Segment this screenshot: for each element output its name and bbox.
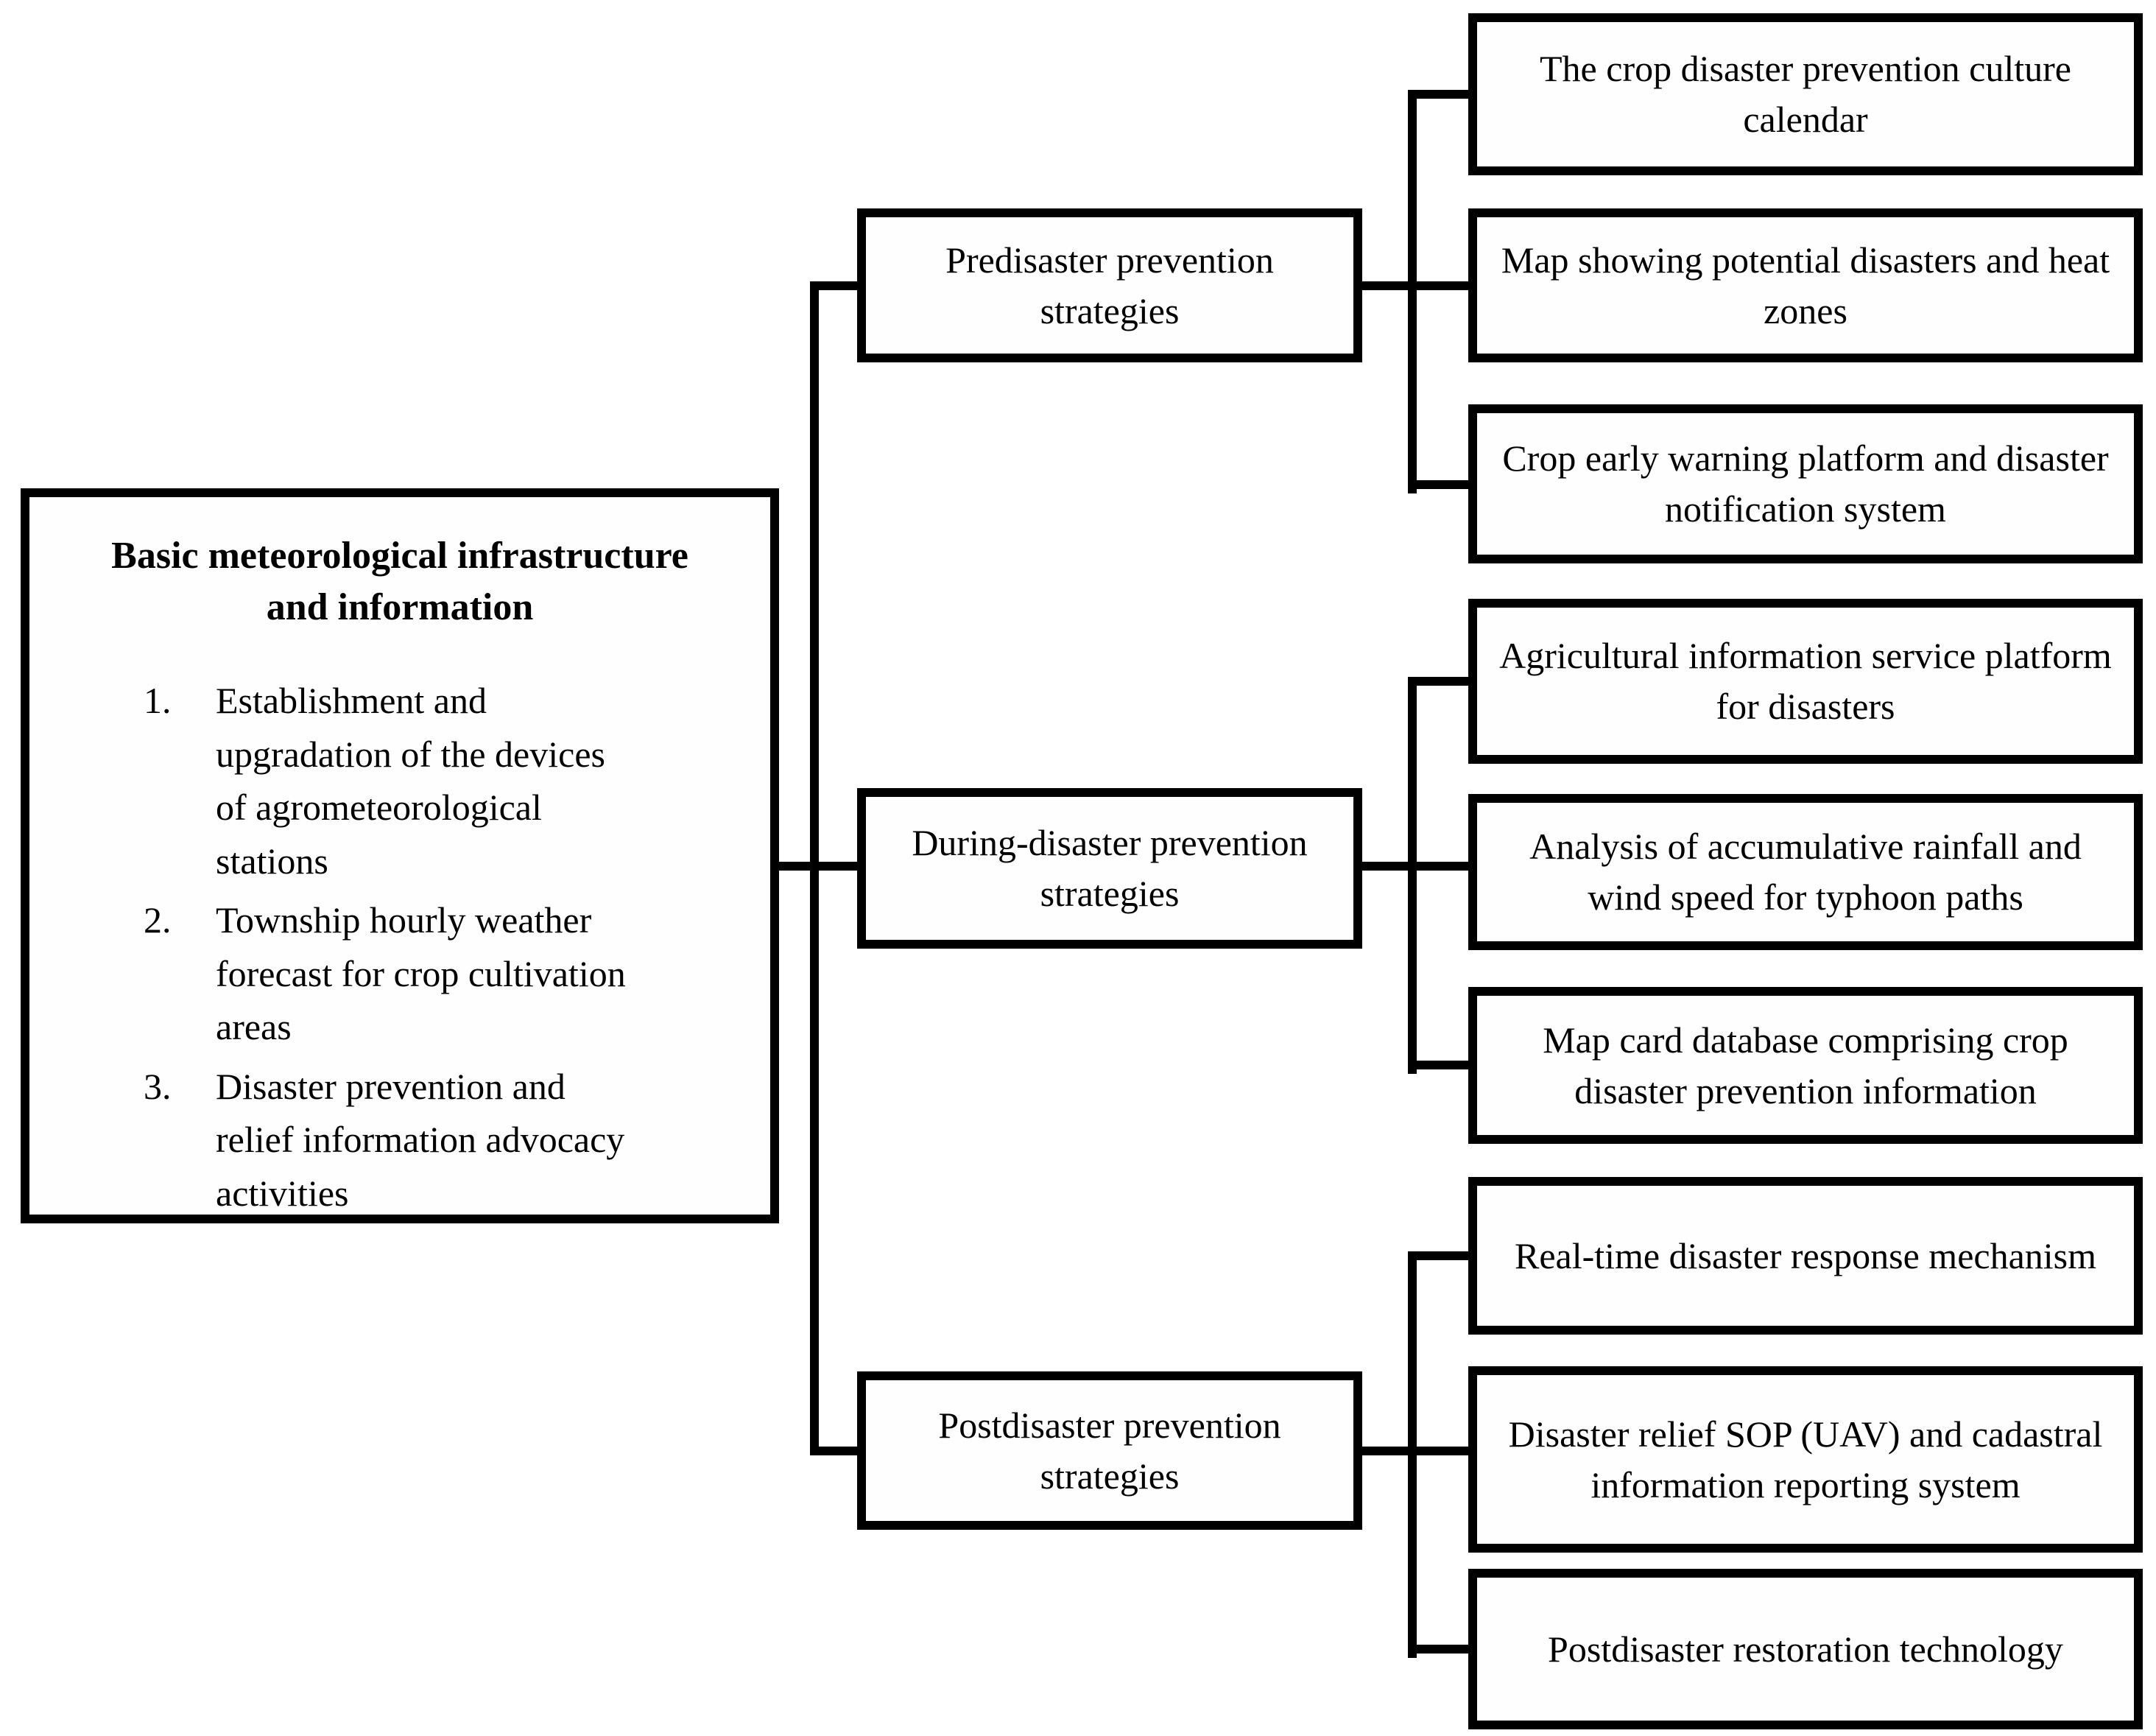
connector-during-stub-top xyxy=(1408,677,1477,686)
leaf-box-restoration-technology: Postdisaster restoration technology xyxy=(1468,1569,2143,1729)
leaf-label-restoration-technology: Postdisaster restoration technology xyxy=(1548,1628,2063,1670)
branch-box-during-disaster: During-disaster prevention strategies xyxy=(857,788,1362,949)
leaf-label-disaster-heat-map: Map showing potential disasters and heat… xyxy=(1501,239,2110,331)
leaf-label-map-card-database: Map card database comprising crop disast… xyxy=(1543,1019,2068,1111)
connector-postdisaster-stub-bottom xyxy=(1408,1645,1477,1654)
root-box-basic-meteorological: Basic meteorological infrastructure and … xyxy=(21,488,779,1223)
leaf-label-culture-calendar: The crop disaster prevention culture cal… xyxy=(1540,48,2071,140)
root-list: Establishment and upgradation of the dev… xyxy=(52,674,748,1220)
leaf-box-map-card-database: Map card database comprising crop disast… xyxy=(1468,987,2143,1144)
root-list-item-2: Township hourly weather forecast for cro… xyxy=(180,893,748,1054)
root-list-item-1: Establishment and upgradation of the dev… xyxy=(180,674,748,888)
leaf-label-agri-info-platform: Agricultural information service platfor… xyxy=(1499,635,2112,727)
branch-label-during-disaster: During-disaster prevention strategies xyxy=(912,822,1308,914)
connector-predisaster-stub-bottom xyxy=(1408,480,1477,489)
branch-box-postdisaster: Postdisaster prevention strategies xyxy=(857,1371,1362,1530)
leaf-box-agri-info-platform: Agricultural information service platfor… xyxy=(1468,599,2143,764)
leaf-label-rainfall-wind-analysis: Analysis of accumulative rainfall and wi… xyxy=(1529,826,2082,918)
leaf-label-realtime-response: Real-time disaster response mechanism xyxy=(1514,1234,2097,1276)
leaf-box-early-warning-platform: Crop early warning platform and disaster… xyxy=(1468,404,2143,563)
root-title: Basic meteorological infrastructure and … xyxy=(111,535,688,629)
leaf-box-rainfall-wind-analysis: Analysis of accumulative rainfall and wi… xyxy=(1468,794,2143,950)
leaf-box-realtime-response: Real-time disaster response mechanism xyxy=(1468,1177,2143,1335)
connector-predisaster-stub-top xyxy=(1408,90,1477,99)
leaf-box-relief-sop-reporting: Disaster relief SOP (UAV) and cadastral … xyxy=(1468,1366,2143,1553)
connector-trunk-line xyxy=(810,281,819,1455)
branch-box-predisaster: Predisaster prevention strategies xyxy=(857,208,1362,362)
connector-during-stub-bottom xyxy=(1408,1061,1477,1069)
connector-during-bracket xyxy=(1408,677,1417,1074)
connector-predisaster-bracket xyxy=(1408,90,1417,493)
connector-postdisaster-bracket xyxy=(1408,1251,1417,1658)
leaf-box-culture-calendar: The crop disaster prevention culture cal… xyxy=(1468,13,2143,175)
branch-label-postdisaster: Postdisaster prevention strategies xyxy=(938,1404,1281,1497)
leaf-label-relief-sop-reporting: Disaster relief SOP (UAV) and cadastral … xyxy=(1508,1413,2103,1505)
connector-postdisaster-stub-top xyxy=(1408,1251,1477,1260)
leaf-box-disaster-heat-map: Map showing potential disasters and heat… xyxy=(1468,208,2143,362)
root-list-item-3: Disaster prevention and relief informati… xyxy=(180,1060,748,1220)
connector-trunk-stub-postdisaster xyxy=(810,1447,866,1455)
connector-trunk-stub-predisaster xyxy=(810,281,866,290)
leaf-label-early-warning-platform: Crop early warning platform and disaster… xyxy=(1502,437,2109,530)
branch-label-predisaster: Predisaster prevention strategies xyxy=(945,239,1274,331)
